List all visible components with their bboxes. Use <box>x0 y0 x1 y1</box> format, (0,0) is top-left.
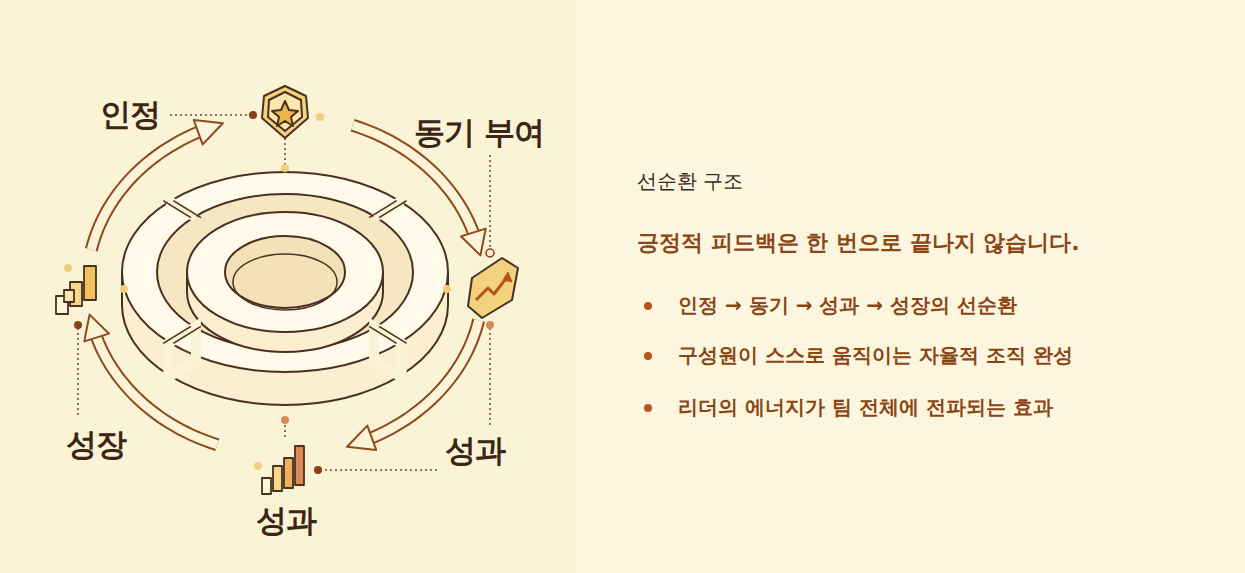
segmented-ring <box>122 172 448 405</box>
section-title: 선순환 구조 <box>637 168 743 195</box>
badge-icon <box>262 86 308 138</box>
gap-edge <box>379 201 407 218</box>
gap-edge <box>173 326 201 343</box>
leader-lines <box>78 115 490 470</box>
ring-gap <box>374 201 402 218</box>
bullet-dot <box>644 404 652 412</box>
arrow-head <box>84 315 109 342</box>
bullet-text: 리더의 에너지가 팀 전체에 전파되는 효과 <box>678 394 1053 421</box>
stage-label: 성과 <box>445 430 505 472</box>
arrow-body-fill <box>91 132 198 250</box>
bullet-dot <box>644 302 652 310</box>
bullet-dot <box>644 352 652 360</box>
ring-gap <box>168 201 196 218</box>
leader-dots <box>64 111 494 474</box>
gap-edge <box>173 201 201 218</box>
stage-label: 성과 <box>256 500 316 542</box>
arrow-body <box>91 132 198 250</box>
bullet-text: 구성원이 스스로 움직이는 자율적 조직 완성 <box>678 342 1073 369</box>
arrow-head <box>347 426 376 450</box>
lead-text: 긍정적 피드백은 한 번으로 끝나지 않습니다. <box>637 228 1080 258</box>
ring-gap <box>374 326 402 377</box>
bullet-text: 인정 → 동기 → 성과 → 성장의 선순환 <box>678 292 1017 319</box>
arrow-head <box>194 120 223 144</box>
bar-chart-icon <box>262 446 304 494</box>
ring-gaps <box>163 201 406 378</box>
bar-chart-icon <box>56 266 96 314</box>
stage-label: 동기 부여 <box>414 112 544 154</box>
gap-edge <box>379 326 407 343</box>
arrow-head <box>461 229 486 256</box>
arrow-body-fill <box>372 320 479 438</box>
ring-gap <box>168 326 196 377</box>
stage-label: 인정 <box>100 94 160 136</box>
stage-label: 성장 <box>66 424 126 466</box>
arrow-body <box>372 320 479 438</box>
growth-icon <box>468 258 518 318</box>
cycle-arrows <box>84 120 485 450</box>
